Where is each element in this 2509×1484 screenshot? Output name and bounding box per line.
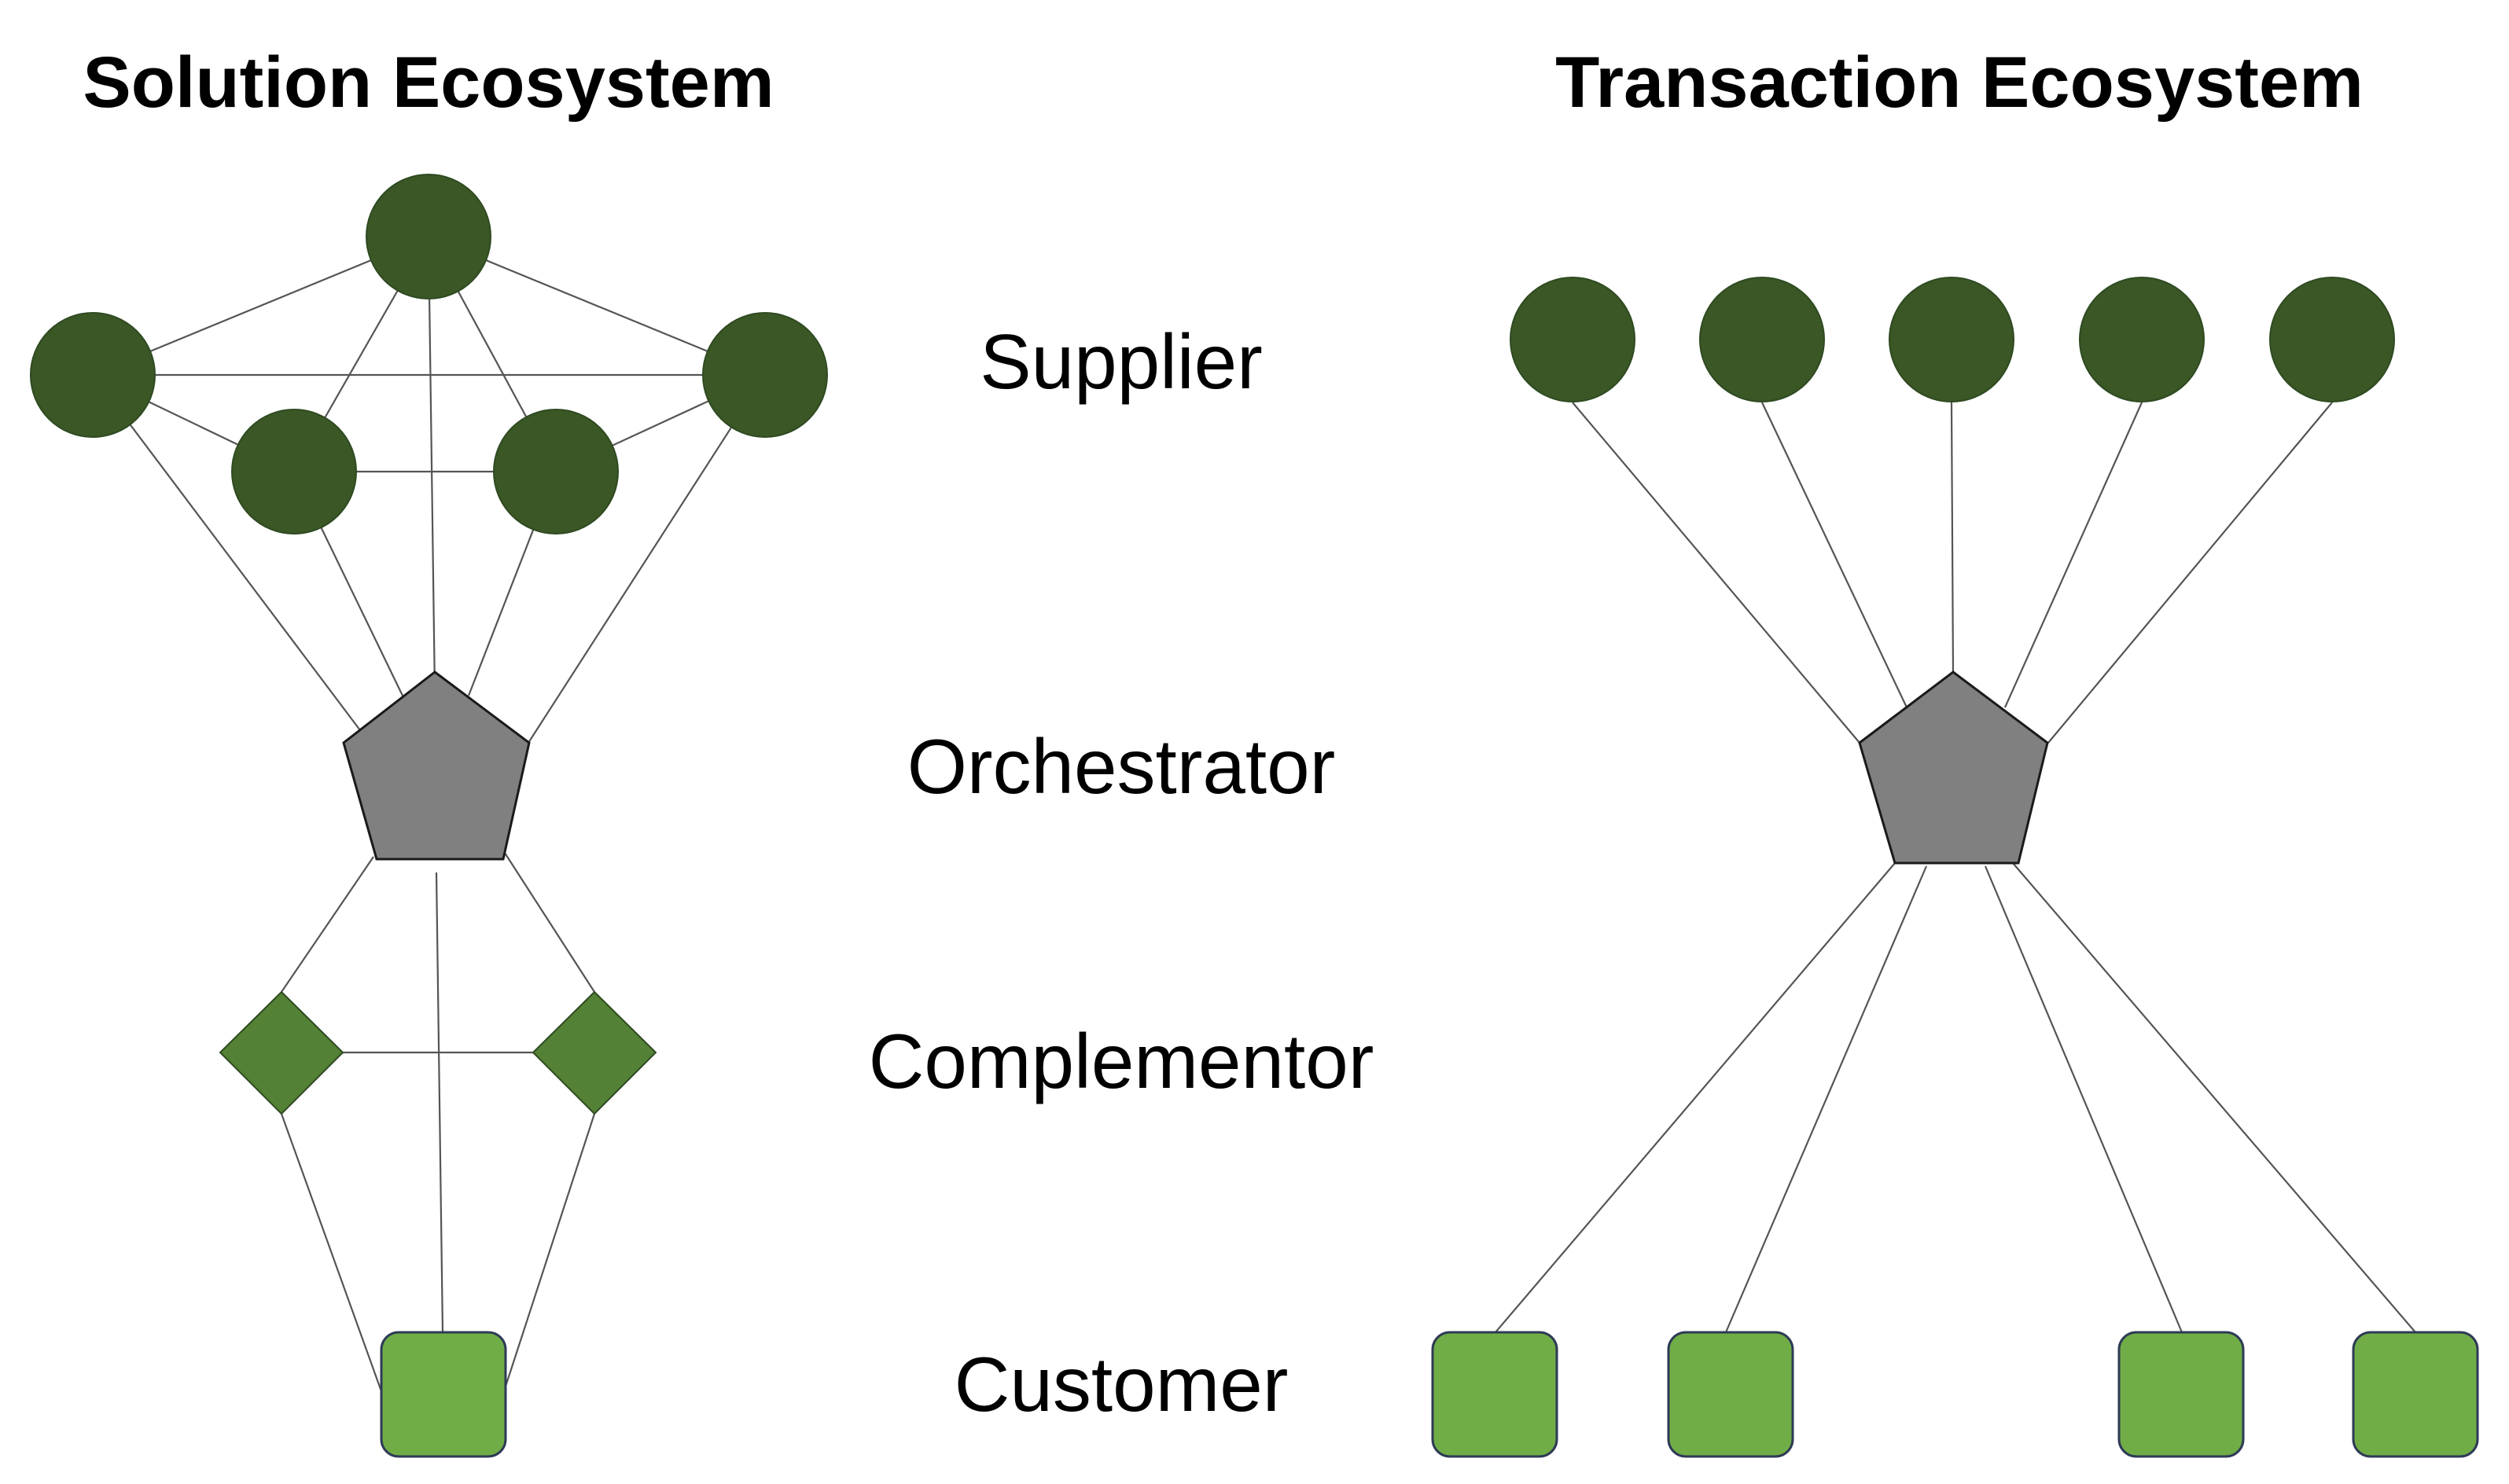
supplier-node <box>2079 277 2205 402</box>
transaction-customers <box>1431 1331 2479 1458</box>
customer-node <box>1667 1331 1794 1458</box>
edge <box>1984 865 2183 1333</box>
supplier-node <box>1699 277 1825 402</box>
edge <box>502 1113 596 1392</box>
supplier-node <box>493 409 619 534</box>
complementor-node <box>532 990 657 1115</box>
supplier-node <box>231 409 357 534</box>
customer-node <box>380 1331 507 1458</box>
supplier-node <box>30 312 156 438</box>
solution-orchestrator-pentagon <box>342 670 531 861</box>
edge <box>528 374 766 744</box>
supplier-node <box>702 312 828 438</box>
edge <box>2012 862 2416 1333</box>
edge <box>1950 402 1955 675</box>
supplier-label: Supplier <box>980 318 1263 405</box>
edge <box>435 872 444 1333</box>
edge <box>427 236 436 692</box>
edge <box>2047 402 2333 744</box>
transaction-edges <box>1495 402 2416 1333</box>
transaction-orchestrator-pentagon <box>1858 670 2049 865</box>
supplier-node <box>366 174 491 299</box>
complementor-node <box>219 990 344 1115</box>
transaction-suppliers <box>1510 277 2395 402</box>
solution-complementors <box>219 990 657 1115</box>
edge <box>502 850 595 993</box>
supplier-node <box>2269 277 2395 402</box>
solution-ecosystem-title: Solution Ecosystem <box>83 42 774 123</box>
complementor-label: Complementor <box>869 1018 1374 1104</box>
edge <box>1761 402 1908 708</box>
edge <box>2003 402 2143 708</box>
solution-suppliers <box>30 174 828 534</box>
edge <box>92 374 370 744</box>
customer-node <box>2352 1331 2479 1458</box>
edge <box>280 1113 383 1392</box>
customer-node <box>2117 1331 2245 1458</box>
orchestrator-label: Orchestrator <box>907 723 1336 810</box>
edge <box>281 856 374 993</box>
supplier-node <box>1889 277 2014 402</box>
customer-label: Customer <box>955 1341 1289 1427</box>
customer-node <box>1431 1331 1558 1458</box>
edge <box>1572 402 1860 744</box>
edge <box>1724 865 1928 1333</box>
transaction-ecosystem-title: Transaction Ecosystem <box>1555 42 2364 123</box>
supplier-node <box>1510 277 1635 402</box>
edge <box>1495 862 1896 1333</box>
